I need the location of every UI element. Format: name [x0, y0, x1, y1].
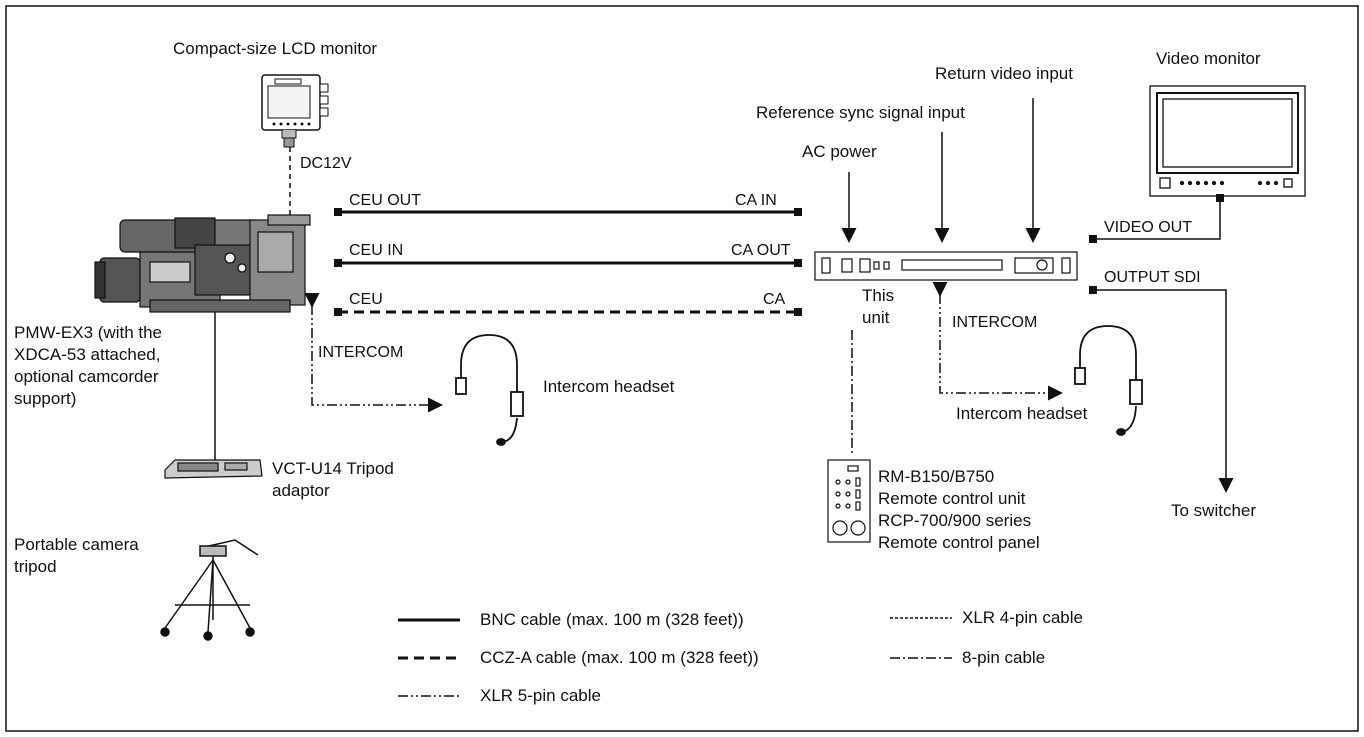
headset-left-label: Intercom headset	[543, 377, 675, 396]
tripod-adaptor-icon	[164, 459, 263, 479]
ceu-out-label: CEU OUT	[349, 192, 421, 209]
dc12v-label: DC12V	[300, 155, 352, 172]
camcorder-icon	[94, 214, 311, 313]
intercom-cable-left	[304, 293, 443, 413]
remote-control-icon	[827, 459, 871, 543]
legend-8pin-label: 8-pin cable	[962, 648, 1046, 667]
headset-icon-left	[455, 334, 524, 446]
this-unit-label: This unit	[862, 286, 895, 327]
video-out-cable	[1093, 200, 1221, 240]
return-video-label: Return video input	[935, 64, 1073, 83]
output-sdi-cable	[1093, 289, 1234, 493]
ca-label: CA	[763, 291, 786, 308]
video-monitor-label: Video monitor	[1156, 49, 1261, 68]
reference-sync-label: Reference sync signal input	[756, 103, 965, 122]
tripod-adaptor-label: VCT-U14 Tripod adaptor	[272, 459, 394, 500]
legend-xlr4-label: XLR 4-pin cable	[962, 608, 1083, 627]
intercom-right-label: INTERCOM	[952, 314, 1038, 331]
output-sdi-label: OUTPUT SDI	[1104, 269, 1201, 286]
camcorder-label: PMW-EX3 (with the XDCA-53 attached, opti…	[14, 323, 163, 408]
tripod-label: Portable camera tripod	[14, 535, 139, 576]
legend-bnc-label: BNC cable (max. 100 m (328 feet))	[480, 610, 744, 629]
ceu-label: CEU	[349, 291, 383, 308]
to-switcher-label: To switcher	[1171, 501, 1257, 520]
ca-out-label: CA OUT	[731, 242, 791, 259]
diagram-frame	[5, 5, 1359, 732]
intercom-cable-right	[932, 282, 1063, 401]
ac-power-label: AC power	[802, 142, 877, 161]
intercom-left-label: INTERCOM	[318, 344, 404, 361]
ceu-in-label: CEU IN	[349, 242, 404, 259]
legend-xlr5-label: XLR 5-pin cable	[480, 686, 601, 705]
video-monitor-icon	[1149, 85, 1306, 197]
legend-ccz-label: CCZ-A cable (max. 100 m (328 feet))	[480, 648, 759, 667]
this-unit-icon	[814, 251, 1078, 281]
remote-control-label: RM-B150/B750 Remote control unit RCP-700…	[878, 467, 1040, 552]
headset-icon-right	[1074, 325, 1143, 436]
headset-right-label: Intercom headset	[956, 404, 1088, 423]
tripod-icon	[160, 539, 259, 641]
lcd-monitor-icon	[261, 74, 329, 148]
ca-in-label: CA IN	[735, 192, 777, 209]
lcd-monitor-label: Compact-size LCD monitor	[173, 39, 378, 58]
video-out-label: VIDEO OUT	[1104, 219, 1193, 236]
